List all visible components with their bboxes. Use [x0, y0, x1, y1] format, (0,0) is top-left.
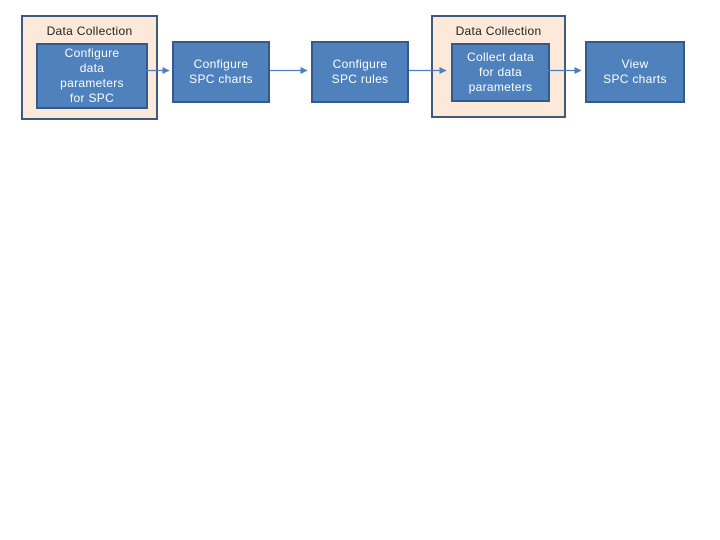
node-view-spc-charts: View SPC charts [585, 41, 685, 103]
node-configure-spc-rules: Configure SPC rules [311, 41, 409, 103]
node-configure-spc-charts: Configure SPC charts [172, 41, 270, 103]
node-label: Configure SPC rules [331, 57, 389, 86]
node-label: View SPC charts [603, 57, 667, 86]
group-title: Data Collection [455, 24, 542, 38]
group-data-collection-right: Data Collection Collect data for data pa… [431, 15, 566, 118]
node-label: Configure data parameters for SPC [60, 46, 124, 105]
group-data-collection-left: Data Collection Configure data parameter… [21, 15, 158, 120]
node-label: Collect data for data parameters [467, 50, 534, 94]
node-collect-data-for-data-parameters: Collect data for data parameters [451, 43, 550, 102]
node-configure-data-parameters-for-spc: Configure data parameters for SPC [36, 43, 148, 109]
node-label: Configure SPC charts [189, 57, 253, 86]
group-title: Data Collection [46, 24, 133, 38]
